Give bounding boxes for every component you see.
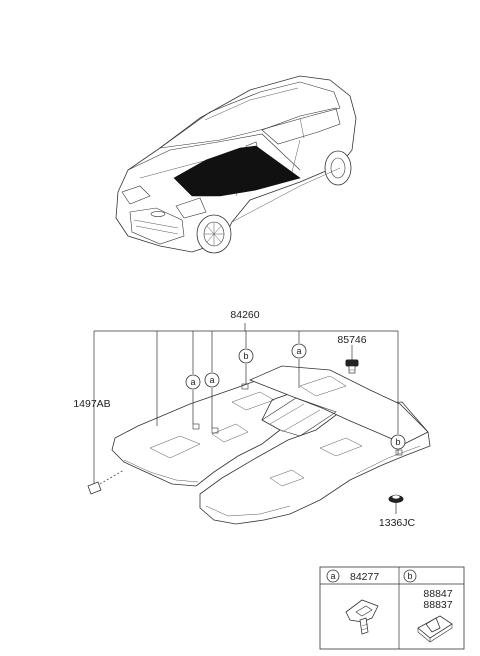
leader-lines: [93, 323, 399, 514]
car-floor-carpet-highlight: [173, 145, 301, 197]
grommet-1336jc: [388, 494, 404, 503]
marker-b-2: b: [390, 434, 406, 450]
marker-b-1: b: [238, 348, 254, 364]
callout-1497ab: 1497AB: [73, 398, 110, 410]
svg-text:a: a: [296, 346, 301, 356]
marker-a-1: a: [185, 374, 201, 390]
marker-a-3: a: [291, 343, 307, 359]
svg-text:a: a: [330, 571, 335, 581]
svg-text:a: a: [190, 377, 195, 387]
marker-a-2: a: [204, 372, 220, 388]
callout-84260: 84260: [230, 309, 259, 321]
bracket-1497ab: [87, 481, 102, 495]
clip-84277-icon: [345, 599, 379, 635]
callout-1336jc: 1336JC: [379, 517, 416, 529]
legend-b-header: b: [403, 569, 417, 583]
floor-carpet-assembly: [111, 365, 431, 525]
callout-85746: 85746: [337, 334, 366, 346]
svg-text:b: b: [407, 571, 412, 581]
legend-box: a 84277 b 88847 88837: [319, 566, 465, 650]
legend-b-part-number-2: 88837: [423, 599, 452, 611]
legend-a-header: a 84277: [326, 569, 379, 583]
svg-text:a: a: [209, 375, 214, 385]
car-illustration: [115, 75, 357, 254]
clip-88847-icon: [417, 615, 453, 643]
legend-a-part-number: 84277: [350, 571, 379, 583]
svg-text:b: b: [395, 437, 400, 447]
plug-85746: [345, 359, 359, 374]
svg-text:b: b: [243, 351, 248, 361]
legend-b-part-number-1: 88847: [423, 588, 452, 600]
